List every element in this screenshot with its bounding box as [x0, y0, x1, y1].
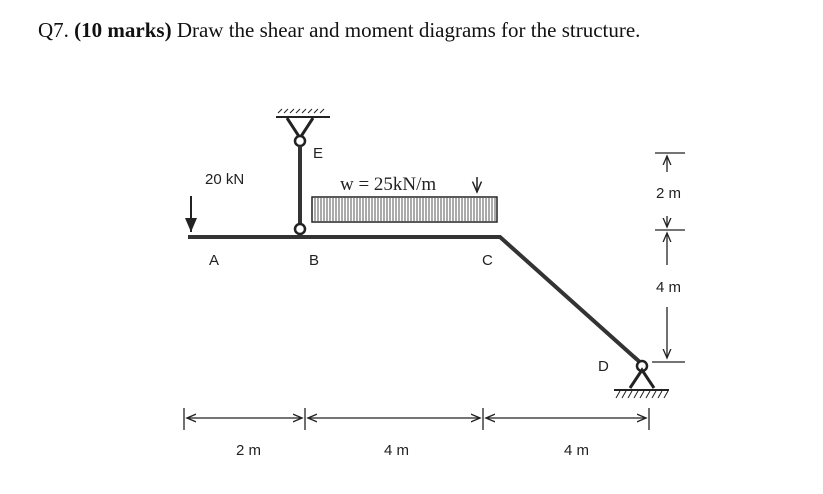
beam-abcd — [188, 235, 644, 366]
question-marks: (10 marks) — [74, 18, 172, 42]
label-d: D — [598, 358, 609, 375]
label-a: A — [209, 252, 219, 269]
pin-support-d — [614, 359, 669, 399]
label-c: C — [482, 252, 493, 269]
distributed-load-label: w = 25kN/m — [340, 174, 436, 195]
vertical-dim-2m: 2 m — [656, 185, 681, 202]
horizontal-dim-bc: 4 m — [384, 442, 409, 459]
horizontal-dim-ab: 2 m — [236, 442, 261, 459]
point-load-label: 20 kN — [205, 171, 244, 188]
horizontal-dim-cd: 4 m — [564, 442, 589, 459]
question-text: Q7. (10 marks) Draw the shear and moment… — [38, 18, 640, 43]
vertical-dim-4m: 4 m — [656, 279, 681, 296]
pin-b — [293, 222, 307, 236]
question-number: Q7. — [38, 18, 69, 42]
pin-support-e — [276, 108, 330, 148]
label-b: B — [309, 252, 319, 269]
label-e: E — [313, 145, 323, 162]
distributed-load-block — [311, 196, 498, 223]
vertical-dimensions — [652, 152, 685, 363]
horizontal-dimensions — [183, 408, 650, 430]
question-body: Draw the shear and moment diagrams for t… — [176, 18, 641, 42]
